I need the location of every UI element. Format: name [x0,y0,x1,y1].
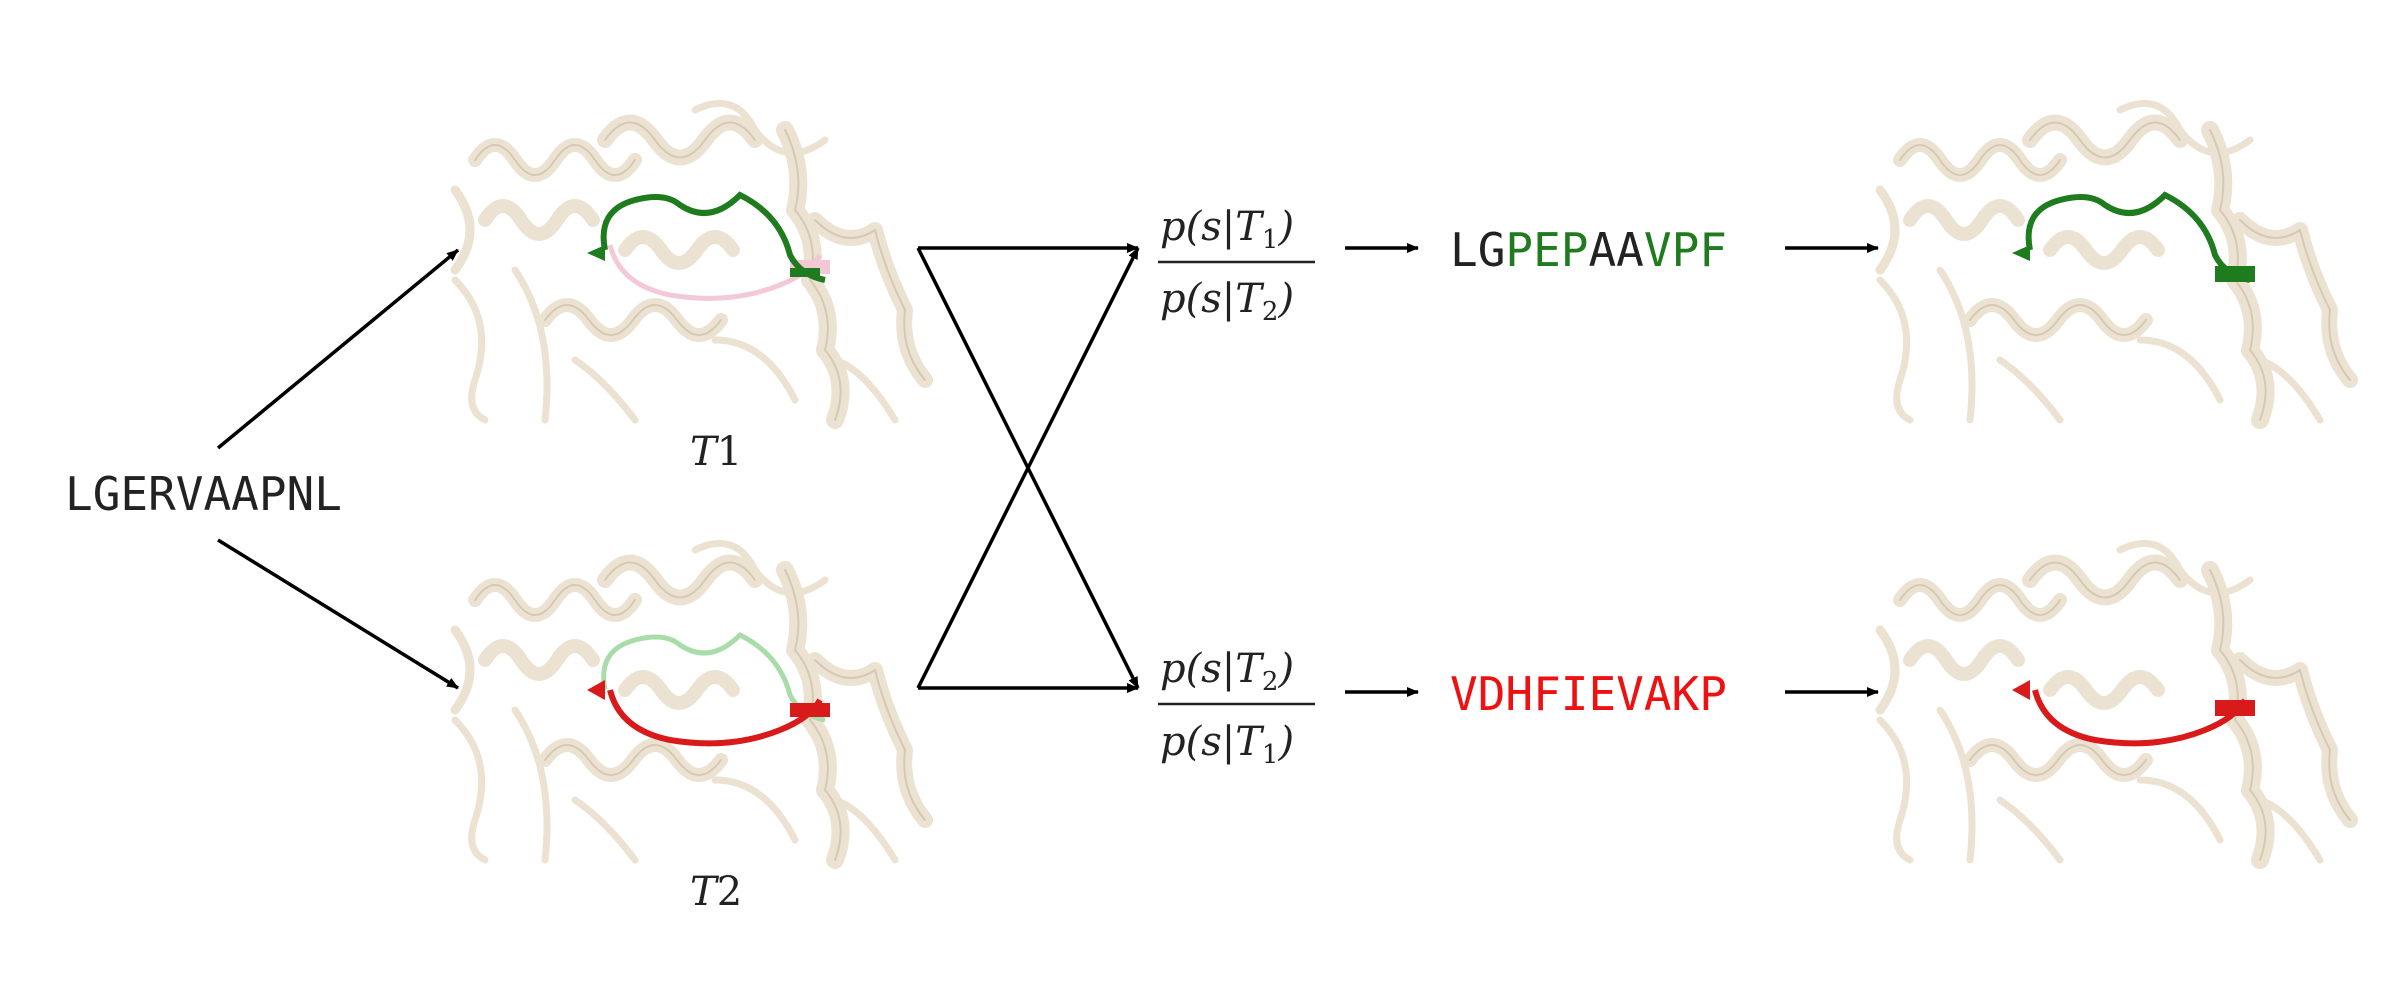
result-2-arrow-red [2012,680,2030,700]
arrow-input-to-t2 [217,538,459,690]
output-1-seg-2: AA [1588,223,1643,277]
result-1-loop-green [2025,191,2251,283]
result-1-arrow-green [2012,245,2030,261]
output-sequence-2: VDHFIEVAKP [1450,667,1727,721]
ratio-1-num-close: ) [1277,204,1294,250]
loop-green [600,191,826,283]
svg-text:p(s|T1): p(s|T1) [1160,719,1294,770]
output-1-seg-1: PEP [1505,223,1588,277]
input-sequence: LGERVAAPNL [65,467,342,521]
arrow-t2-to-ratio1 [916,247,1140,689]
svg-text:T2: T2 [690,869,742,915]
result-1-strand-green [2215,266,2255,282]
template-structure-t2 [455,543,925,860]
ratio-2-num-sub: 2 [1262,667,1279,697]
arrow-red [587,680,605,700]
ratio-1-num: p(s|T [1160,204,1265,250]
svg-text:p(s|T2): p(s|T2) [1160,276,1294,327]
template-label-t2-num: 2 [717,869,742,915]
template-label-t1: T [690,429,720,475]
loop-light-green [601,631,826,723]
output-1-seg-3: VPF [1644,223,1727,277]
template-label-t2: T [690,869,720,915]
ratio-2: p(s|T2) p(s|T1) [1158,646,1315,770]
svg-text:p(s|T1): p(s|T1) [1160,204,1294,255]
arrow-input-to-t1 [216,248,460,450]
strand-red [790,703,830,717]
svg-text:p(s|T2): p(s|T2) [1160,646,1294,697]
strand-green [790,268,820,277]
ratio-2-den-close: ) [1277,719,1294,765]
result-structure-2 [1880,543,2350,860]
ratio-2-den: p(s|T [1160,719,1265,765]
ratio-1: p(s|T1) p(s|T2) [1158,204,1315,327]
output-2-seg-0: VDHFIEVAKP [1450,667,1727,721]
svg-text:T1: T1 [690,429,742,475]
output-1-seg-0: LG [1450,223,1505,277]
template-label-t1-num: 1 [717,429,742,475]
ratio-1-num-sub: 1 [1262,225,1279,255]
arrow-green [587,245,605,261]
ratio-1-den-sub: 2 [1262,297,1279,327]
ratio-2-num: p(s|T [1160,646,1265,692]
result-2-loop-red [2032,689,2248,747]
output-sequence-1: LGPEPAAVPF [1450,223,1727,277]
loop-red [607,689,823,747]
template-structure-t1 [455,103,925,420]
ratio-1-den: p(s|T [1160,276,1265,322]
ratio-1-den-close: ) [1277,276,1294,322]
ratio-2-num-close: ) [1277,646,1294,692]
result-2-strand-red [2215,700,2255,716]
result-structure-1 [1880,103,2350,420]
ratio-2-den-sub: 1 [1262,740,1279,770]
